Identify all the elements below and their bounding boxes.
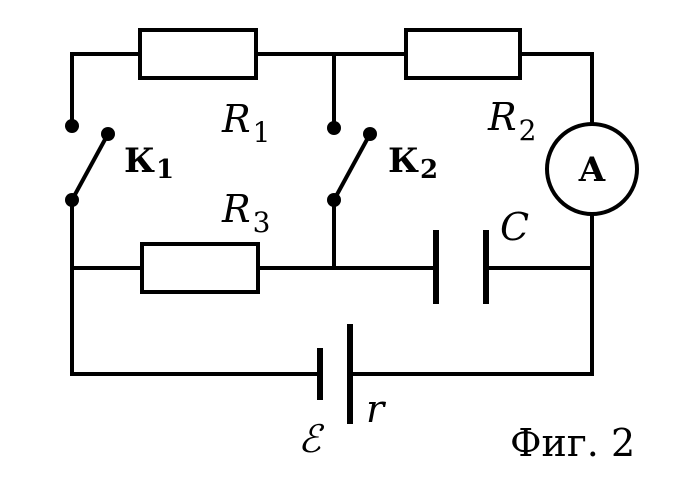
resistor-r2 (404, 28, 522, 80)
battery (317, 324, 353, 424)
label-ammeter: A (578, 150, 606, 190)
resistor-r1 (138, 28, 258, 80)
switch-k1 (65, 52, 115, 376)
label-k2: К2 (388, 141, 438, 185)
label-k1: К1 (124, 141, 174, 185)
label-r1: R1 (221, 97, 270, 149)
switch-k2 (327, 52, 377, 270)
label-emf: ℰ (298, 417, 325, 461)
capacitor (433, 230, 489, 304)
label-r3: R3 (221, 187, 270, 239)
ammeter (545, 122, 639, 216)
label-r2: R2 (487, 95, 536, 147)
label-capacitor: C (500, 205, 529, 249)
figure-caption: Фиг. 2 (510, 421, 635, 465)
label-internal-resistance: r (366, 387, 387, 431)
resistor-r3 (140, 242, 260, 294)
